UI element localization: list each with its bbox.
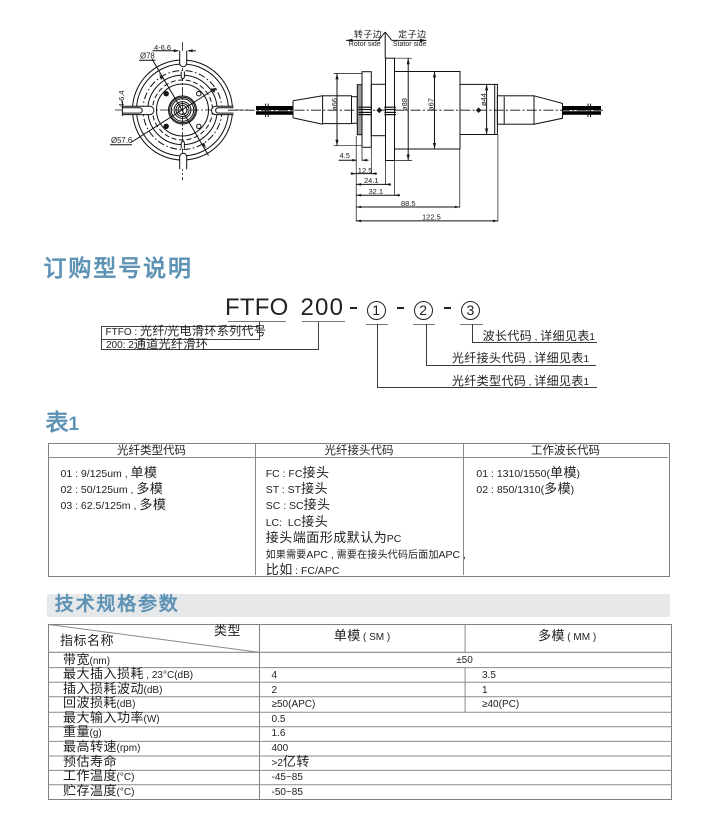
svg-text:12.5: 12.5 — [358, 166, 373, 175]
svg-text:Stator side: Stator side — [393, 41, 427, 48]
svg-text:ø66: ø66 — [330, 98, 339, 111]
svg-text:Ø57.6: Ø57.6 — [111, 136, 132, 145]
svg-text:ø44: ø44 — [479, 93, 488, 106]
svg-text:4-6.4: 4-6.4 — [117, 90, 126, 107]
svg-text:转子边: 转子边 — [354, 29, 383, 40]
svg-text:4.5: 4.5 — [340, 151, 350, 160]
svg-text:122.5: 122.5 — [422, 213, 441, 222]
svg-text:24.1: 24.1 — [364, 176, 379, 185]
svg-text:32.1: 32.1 — [369, 187, 384, 196]
svg-text:88.5: 88.5 — [401, 199, 416, 208]
svg-text:ø88: ø88 — [400, 98, 409, 111]
svg-text:4-6.6: 4-6.6 — [154, 43, 171, 52]
svg-text:Rotor side: Rotor side — [349, 41, 381, 48]
svg-text:ø67: ø67 — [426, 98, 435, 111]
svg-text:Ø78: Ø78 — [140, 52, 155, 61]
svg-text:定子边: 定子边 — [398, 29, 427, 40]
